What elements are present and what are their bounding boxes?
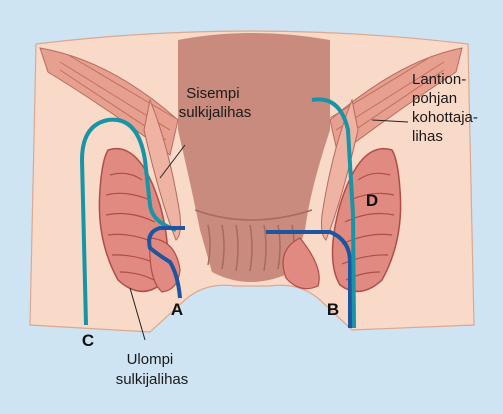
path-label-a: A	[171, 300, 183, 319]
path-label-c: C	[82, 331, 94, 350]
path-label-b: B	[327, 300, 339, 319]
external-sphincter-label: Ulompi sulkijalihas	[116, 351, 189, 388]
path-label-d: D	[366, 191, 378, 210]
